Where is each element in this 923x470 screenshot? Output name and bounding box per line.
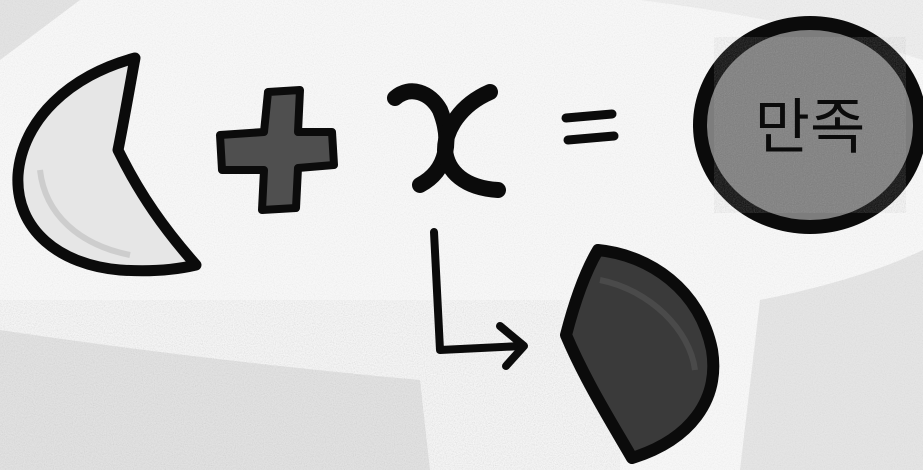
round-badge: 만족 bbox=[700, 23, 920, 227]
result-text: 만족 bbox=[755, 93, 865, 163]
